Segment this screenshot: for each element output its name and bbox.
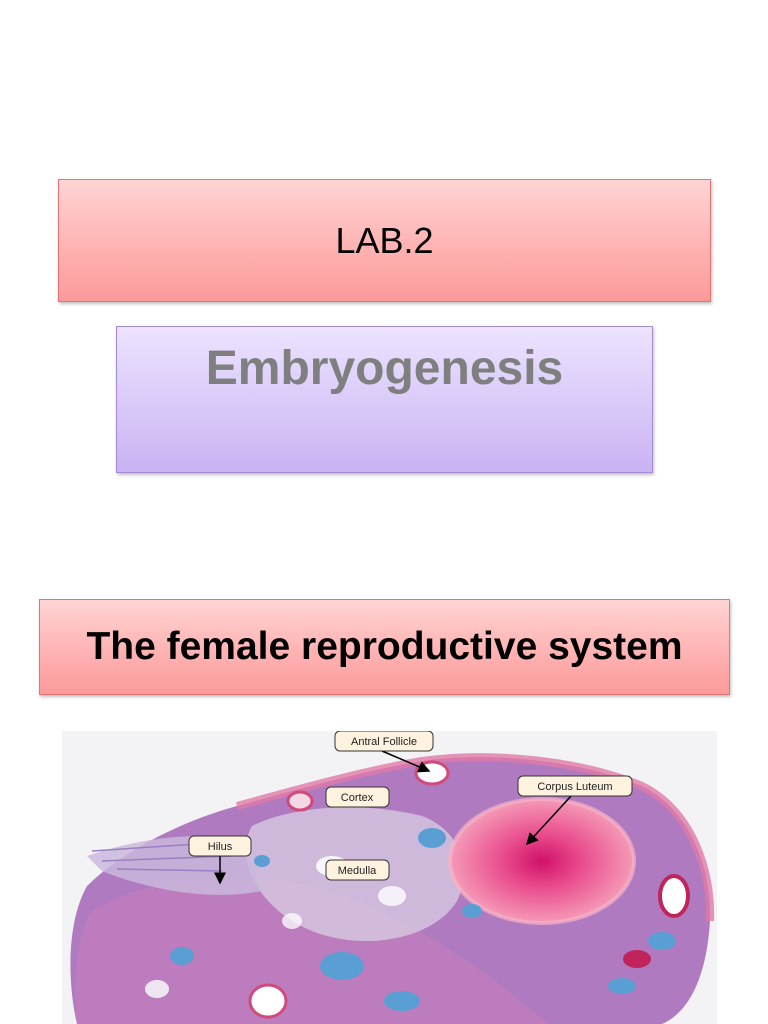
svg-text:Corpus Luteum: Corpus Luteum bbox=[537, 781, 612, 793]
subtitle: Embryogenesis bbox=[205, 342, 564, 395]
section-title-box: The female reproductive system bbox=[39, 599, 730, 695]
label-cortex: Cortex bbox=[325, 786, 390, 808]
section-title: The female reproductive system bbox=[86, 625, 683, 668]
corpus-luteum-region bbox=[450, 799, 634, 923]
label-medulla: Medulla bbox=[325, 859, 390, 881]
lab-title-box: LAB.2 bbox=[58, 179, 711, 302]
label-antral-follicle: Antral Follicle bbox=[334, 731, 434, 752]
subtitle-box: Embryogenesis bbox=[116, 326, 653, 473]
svg-text:Antral Follicle: Antral Follicle bbox=[351, 736, 417, 748]
ovary-micrograph: Antral Follicle Corpus Luteum Cortex Hil… bbox=[62, 731, 717, 1024]
svg-text:Hilus: Hilus bbox=[208, 841, 233, 853]
label-hilus: Hilus bbox=[188, 835, 252, 857]
lab-title: LAB.2 bbox=[335, 219, 434, 261]
svg-text:Medulla: Medulla bbox=[338, 865, 377, 877]
label-corpus-luteum: Corpus Luteum bbox=[517, 775, 633, 797]
svg-text:Cortex: Cortex bbox=[341, 792, 374, 804]
